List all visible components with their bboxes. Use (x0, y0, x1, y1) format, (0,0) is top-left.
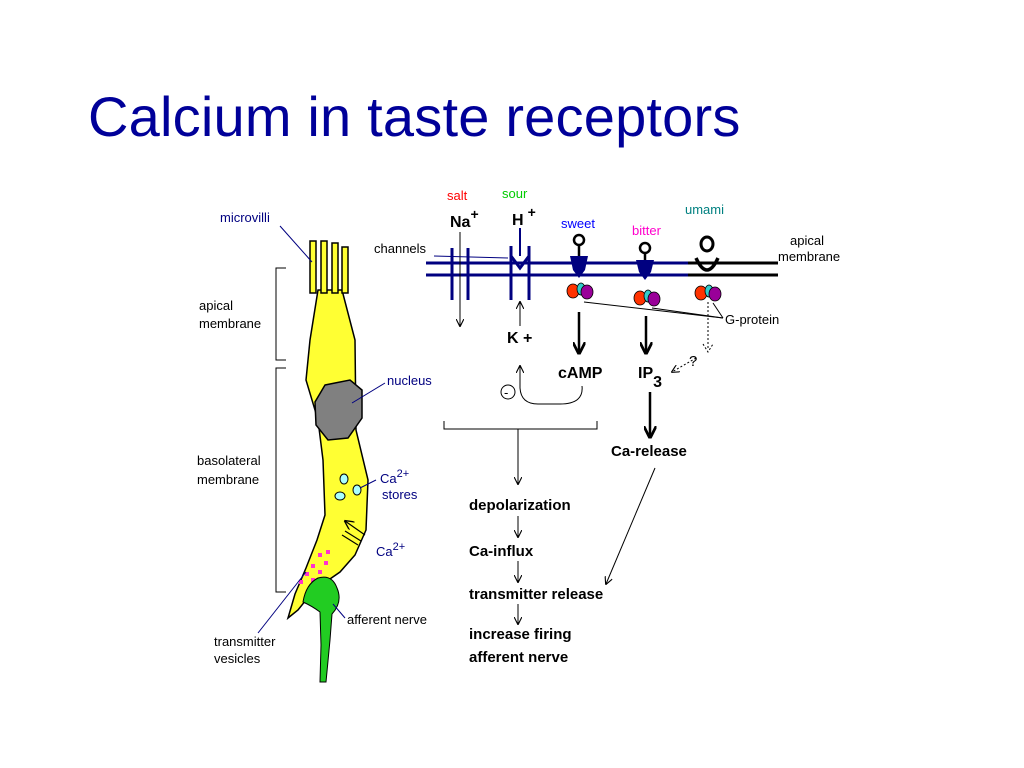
ip3-label: IP3 (638, 365, 662, 391)
membrane-brackets (275, 267, 286, 593)
cell-body (286, 289, 369, 621)
na-ion: Na (450, 214, 471, 231)
basolateral-label-2: membrane (197, 472, 259, 487)
ca-influx-charge: 2+ (393, 541, 406, 553)
sour-channel (509, 246, 531, 300)
bitter-label: bitter (632, 223, 662, 238)
inhibit-circle (500, 384, 516, 400)
flow-step-increase-firing: increase firing (469, 626, 572, 643)
ca-channel (341, 521, 366, 546)
ca-stores-charge: 2+ (397, 468, 410, 480)
h-charge: + (528, 204, 536, 220)
cell-leader-lines (257, 225, 386, 634)
taste-cell (286, 240, 369, 683)
microvilli-label: microvilli (220, 210, 270, 225)
ca-influx-label: Ca2+ (376, 541, 405, 559)
apical-membrane-label-left-1: apical (199, 298, 233, 313)
transmitter-vesicles-dots (299, 550, 330, 584)
apical-membrane-lines (426, 261, 778, 277)
channels-leader (433, 255, 509, 259)
sour-label: sour (502, 186, 528, 201)
ip-subscript: 3 (653, 374, 662, 391)
g-protein-leaders (583, 301, 724, 372)
afferent-nerve-label: afferent nerve (347, 612, 427, 627)
salt-label: salt (447, 188, 468, 203)
ca-influx-ion: Ca (376, 544, 393, 559)
g-protein-label: G-protein (725, 312, 779, 327)
umami-receptor (694, 235, 722, 302)
na-ion-label: Na+ (450, 206, 479, 231)
channels-label: channels (374, 241, 427, 256)
apical-membrane-label-left-2: membrane (199, 316, 261, 331)
ca-stores-label: Ca2+ (380, 468, 409, 486)
ip-text: IP (638, 365, 653, 382)
transmitter-vesicles-label-2: vesicles (214, 651, 261, 666)
question-label: ? (689, 353, 697, 370)
h-ion-label: H+ (512, 204, 536, 229)
apical-membrane-label-right-2: membrane (778, 249, 840, 264)
flow-step-transmitter-release: transmitter release (469, 586, 603, 603)
nucleus-label: nucleus (387, 373, 432, 388)
flow-step-ca-influx: Ca-influx (469, 543, 534, 560)
bitter-receptor (633, 241, 661, 307)
k-ion-label: K + (507, 330, 532, 347)
ca-stores-ion: Ca (380, 471, 397, 486)
umami-label: umami (685, 202, 724, 217)
afferent-nerve-shape (302, 576, 340, 683)
ca-release-to-transmitter-arrow (606, 467, 656, 584)
stores-label: stores (382, 487, 418, 502)
nucleus-shape (314, 379, 363, 441)
ca-release-label: Ca-release (611, 443, 687, 460)
flow-step-afferent-nerve: afferent nerve (469, 649, 568, 666)
camp-label: cAMP (558, 365, 603, 382)
slide-title: Calcium in taste receptors (88, 85, 741, 148)
sweet-label: sweet (561, 216, 595, 231)
convergence-bracket (443, 421, 598, 484)
inhibit-sign: - (504, 385, 508, 400)
flow-step-depolarization: depolarization (469, 497, 571, 514)
transmitter-vesicles-label-1: transmitter (214, 634, 276, 649)
apical-membrane-label-right-1: apical (790, 233, 824, 248)
camp-inhibit-path (520, 366, 583, 405)
sweet-receptor (566, 233, 594, 300)
na-charge: + (470, 206, 478, 222)
basolateral-label-1: basolateral (197, 453, 261, 468)
calcium-stores (334, 473, 362, 501)
h-ion: H (512, 212, 524, 229)
microvilli-shape (309, 240, 349, 294)
